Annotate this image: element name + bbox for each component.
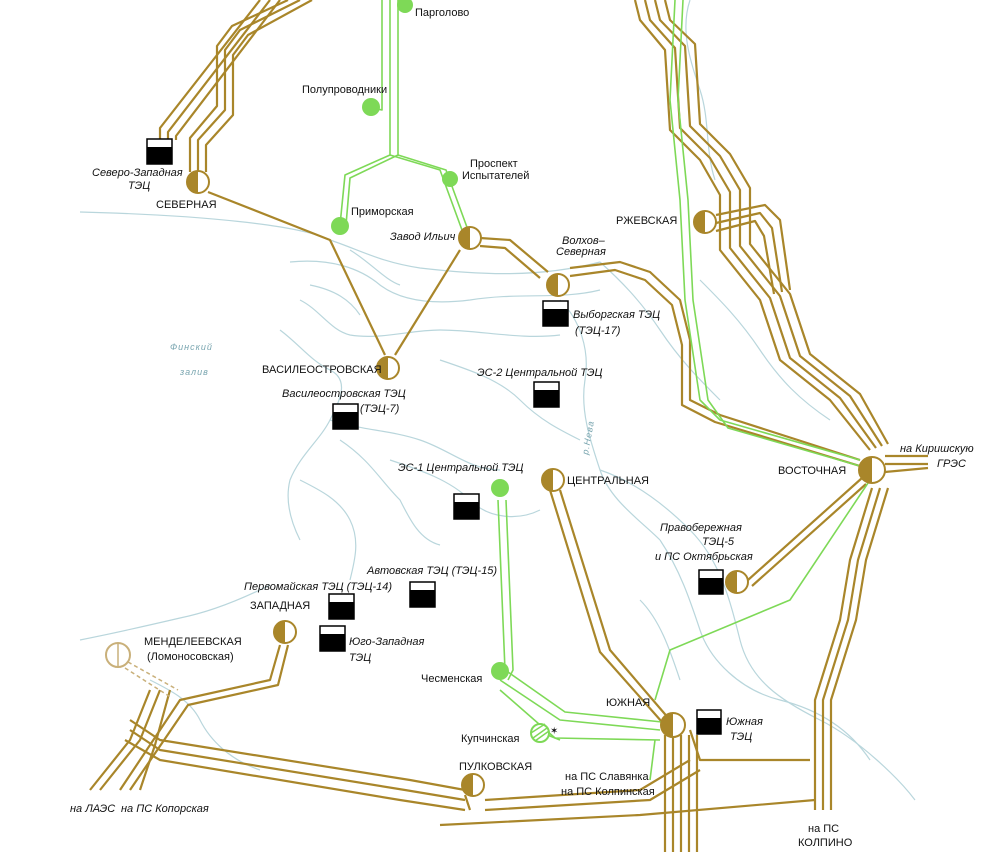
label-vasileostrovskaya: ВАСИЛЕОСТРОВСКАЯ	[262, 364, 382, 376]
substation-vasileostrovskaya-icon[interactable]	[376, 356, 400, 380]
substation-pulkovskaya-icon[interactable]	[461, 773, 485, 797]
label-dir-kolpino-1: на ПС	[808, 823, 839, 835]
label-dir-laes: на ЛАЭС	[70, 803, 115, 815]
label-finsky: Финский	[170, 342, 213, 352]
svg-text:✶: ✶	[550, 726, 558, 737]
tpp-severo-zapadnaya-icon[interactable]	[146, 138, 173, 165]
label-tpp-yugo-zapadnaya-2: ТЭЦ	[349, 652, 371, 664]
label-dir-kirishi-1: на Киришскую	[900, 443, 974, 455]
label-kupchinskaya: Купчинская	[461, 733, 519, 745]
label-zapadnaya: ЗАПАДНАЯ	[250, 600, 310, 612]
substation-prospekt-icon[interactable]	[442, 171, 458, 187]
label-tpp-vyborgskaya-1: Выборгская ТЭЦ	[573, 309, 660, 321]
label-tpp-yuzhnaya-1: Южная	[726, 716, 763, 728]
substation-mendeleevskaya-icon[interactable]	[105, 642, 179, 699]
label-mendeleevskaya-2: (Ломоносовская)	[147, 651, 234, 663]
substation-kupchinskaya-icon[interactable]: ✶	[530, 723, 558, 743]
label-tpp-vasileostrovskaya-2: (ТЭЦ-7)	[360, 403, 400, 415]
label-dir-kolpinskaya: на ПС Колпинская	[561, 786, 655, 798]
label-prospekt-2: Испытателей	[462, 170, 529, 182]
substation-pravoberezhnaya-icon[interactable]	[725, 570, 749, 594]
label-tsentralnaya: ЦЕНТРАЛЬНАЯ	[567, 475, 649, 487]
label-vostochnaya: ВОСТОЧНАЯ	[778, 465, 846, 477]
label-severnaya: СЕВЕРНАЯ	[156, 199, 217, 211]
substation-primorskaya-icon[interactable]	[331, 217, 349, 235]
label-tpp-yuzhnaya-2: ТЭЦ	[730, 731, 752, 743]
tpp-vyborgskaya-icon[interactable]	[542, 300, 569, 327]
label-tpp-pervomayskaya: Первомайская ТЭЦ (ТЭЦ-14)	[244, 581, 392, 593]
water-layer	[79, 0, 916, 801]
label-dir-kirishi-2: ГРЭС	[937, 458, 966, 470]
tpp-yuzhnaya-icon[interactable]	[696, 709, 722, 735]
substation-es1-icon[interactable]	[491, 479, 509, 497]
substation-yuzhnaya-icon[interactable]	[660, 712, 686, 738]
label-volkhov-2: Северная	[556, 246, 606, 258]
substation-zapadnaya-icon[interactable]	[273, 620, 297, 644]
tpp-vasileostrovskaya-icon[interactable]	[332, 403, 359, 430]
label-zavod-ilyich: Завод Ильич	[390, 231, 456, 243]
label-tpp-avtovskaya: Автовская ТЭЦ (ТЭЦ-15)	[366, 565, 497, 577]
label-pulkovskaya: ПУЛКОВСКАЯ	[459, 761, 532, 773]
label-dir-kolpino-2: КОЛПИНО	[798, 837, 853, 849]
label-prospekt-1: Проспект	[470, 158, 518, 170]
substation-severnaya-icon[interactable]	[186, 170, 210, 194]
lines-110kv	[339, 0, 871, 781]
tpp-es1-icon[interactable]	[453, 493, 480, 520]
substation-zavod-ilyich-icon[interactable]	[458, 226, 482, 250]
tpp-es2-icon[interactable]	[533, 381, 560, 408]
label-yuzhnaya: ЮЖНАЯ	[606, 697, 650, 709]
tpp-avtovskaya-icon[interactable]	[409, 581, 436, 608]
label-dir-koporskaya: на ПС Копорская	[121, 803, 209, 815]
label-chesmenskaya: Чесменская	[421, 673, 482, 685]
label-rzhevskaya: РЖЕВСКАЯ	[616, 215, 677, 227]
label-poluprovodniki: Полупроводники	[302, 84, 387, 96]
label-zaliv: залив	[179, 367, 209, 377]
label-dir-slavyanka: на ПС Славянка	[565, 771, 649, 783]
label-tpp-es2: ЭС-2 Центральной ТЭЦ	[477, 367, 603, 379]
substation-vostochnaya-icon[interactable]	[858, 456, 886, 484]
label-volkhov-1: Волхов–	[562, 235, 606, 247]
tpp-yugo-zapadnaya-icon[interactable]	[319, 625, 346, 652]
label-tpp-severo-zapadnaya-2: ТЭЦ	[128, 180, 150, 192]
label-mendeleevskaya-1: МЕНДЕЛЕЕВСКАЯ	[144, 636, 242, 648]
label-pargolovo: Парголово	[415, 7, 469, 19]
label-tpp-es1: ЭС-1 Центральной ТЭЦ	[398, 462, 524, 474]
tpp-pervomayskaya-icon[interactable]	[328, 593, 355, 620]
label-tpp-pravoberezhnaya-3: и ПС Октябрьская	[655, 551, 753, 563]
label-tpp-vyborgskaya-2: (ТЭЦ-17)	[575, 325, 621, 337]
substation-pargolovo-icon[interactable]	[397, 0, 413, 13]
label-tpp-vasileostrovskaya-1: Василеостровская ТЭЦ	[282, 388, 406, 400]
label-tpp-pravoberezhnaya-1: Правобережная	[660, 522, 742, 534]
substation-chesmenskaya-icon[interactable]	[491, 662, 509, 680]
label-primorskaya: Приморская	[351, 206, 414, 218]
substation-poluprovodniki-icon[interactable]	[362, 98, 380, 116]
label-tpp-severo-zapadnaya-1: Северо-Западная	[92, 167, 183, 179]
label-tpp-pravoberezhnaya-2: ТЭЦ-5	[702, 536, 735, 548]
tpp-pravoberezhnaya-icon[interactable]	[698, 569, 724, 595]
substation-tsentralnaya-icon[interactable]	[541, 468, 565, 492]
substation-rzhevskaya-icon[interactable]	[693, 210, 717, 234]
lines-330kv	[89, 0, 929, 852]
label-tpp-yugo-zapadnaya-1: Юго-Западная	[349, 636, 424, 648]
substation-volkhov-severnaya-icon[interactable]	[546, 273, 570, 297]
